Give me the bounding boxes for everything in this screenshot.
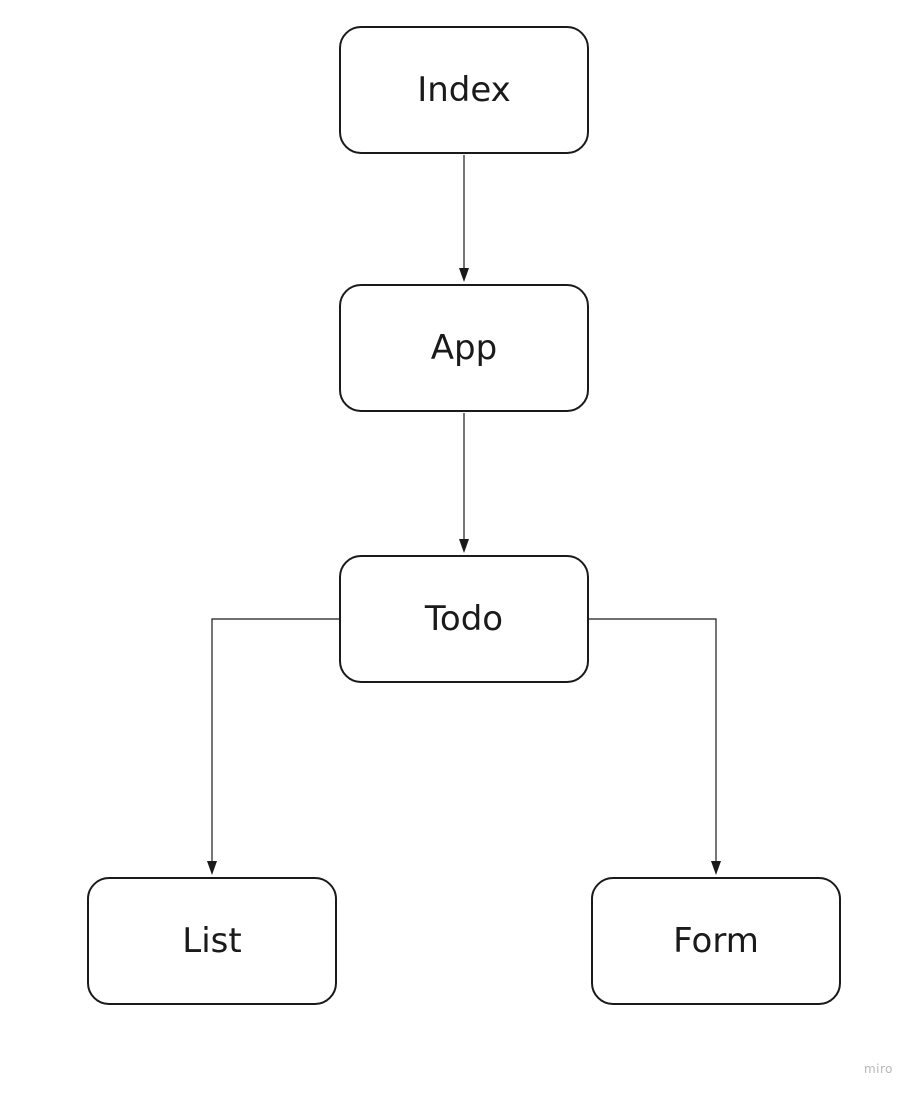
node-index[interactable]: Index <box>339 26 589 154</box>
node-todo[interactable]: Todo <box>339 555 589 683</box>
arrowhead-icon <box>459 268 469 282</box>
node-app[interactable]: App <box>339 284 589 412</box>
arrowhead-icon <box>711 861 721 875</box>
node-label-list: List <box>182 921 242 961</box>
edge-app-to-todo <box>459 413 469 553</box>
edge-todo-to-form <box>589 618 721 875</box>
node-list[interactable]: List <box>87 877 337 1005</box>
arrowhead-icon <box>459 539 469 553</box>
arrowhead-icon <box>207 861 217 875</box>
node-label-todo: Todo <box>424 599 504 639</box>
node-label-form: Form <box>673 921 759 961</box>
node-form[interactable]: Form <box>591 877 841 1005</box>
edge-index-to-app <box>459 155 469 282</box>
miro-watermark: miro <box>863 1062 893 1076</box>
edge-todo-to-list <box>207 618 339 875</box>
node-label-index: Index <box>417 70 511 110</box>
node-label-app: App <box>430 328 498 368</box>
